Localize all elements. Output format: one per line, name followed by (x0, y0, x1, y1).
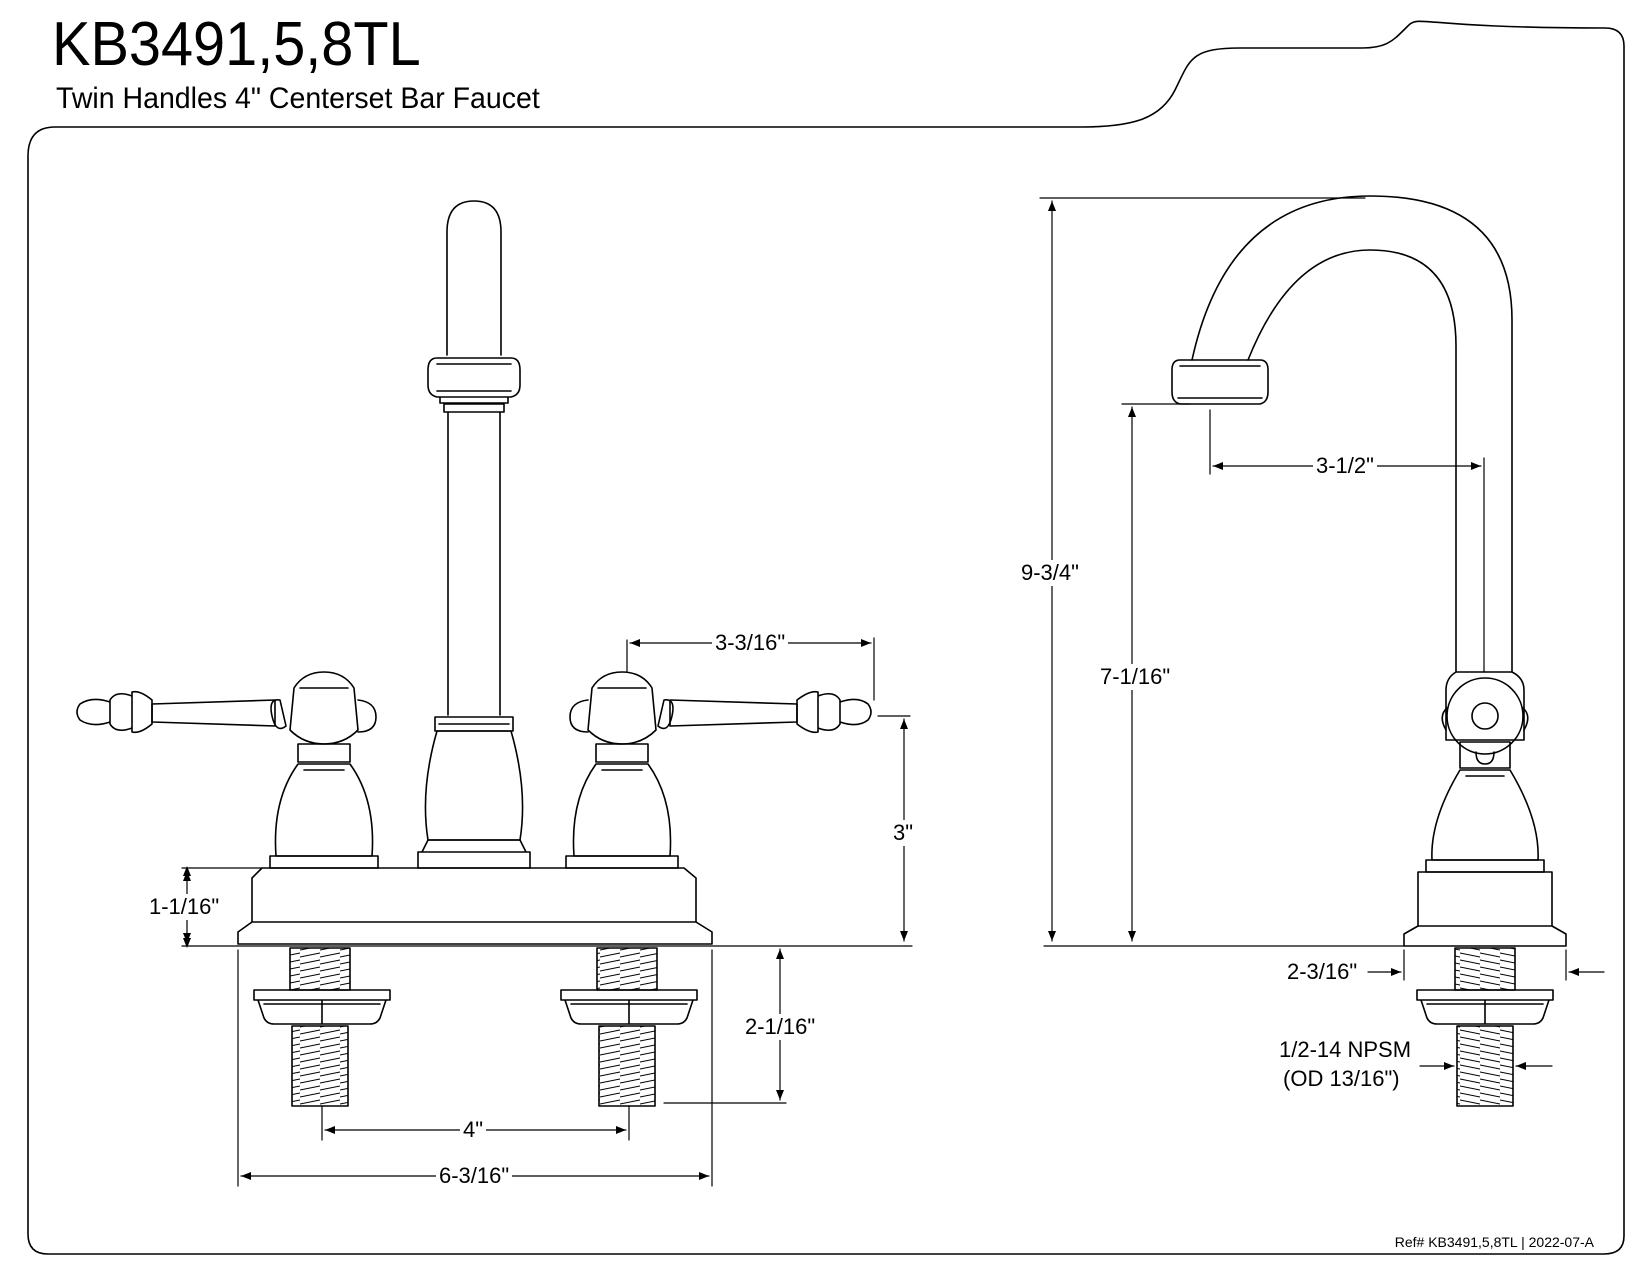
front-right-shank-lower (599, 1026, 655, 1106)
front-view (77, 201, 871, 1106)
front-left-lever (152, 700, 275, 726)
front-right-nut (561, 990, 697, 1024)
front-right-cross-knob (570, 700, 588, 732)
dim-label-spout-reach: 3-1/2" (1313, 453, 1377, 479)
dim-label-handle-height: 3" (890, 820, 917, 846)
side-deck (1404, 872, 1566, 946)
dim-label-handle-reach: 3-3/16" (712, 630, 789, 656)
side-handle-block (1446, 672, 1524, 740)
page-title: KB3491,5,8TL (52, 10, 421, 79)
front-center-collar (435, 717, 513, 731)
side-shank-upper (1455, 948, 1515, 990)
side-view (1172, 196, 1566, 1106)
front-right-lever (670, 700, 797, 726)
side-bonnet-base (1426, 860, 1544, 872)
side-dimensions (1040, 198, 1604, 1070)
side-bonnet (1432, 770, 1538, 860)
front-left-cross-knob (358, 700, 376, 732)
page-subtitle: Twin Handles 4" Centerset Bar Faucet (56, 82, 540, 115)
front-center-body (425, 731, 522, 840)
side-spout-outer (1192, 196, 1512, 672)
side-handle-knob-outer (1447, 678, 1523, 754)
dim-label-total-height: 9-3/4" (1018, 560, 1082, 586)
front-left-bonnet-base (270, 856, 378, 868)
front-left-nut (254, 990, 390, 1024)
side-handle-side-left (1442, 708, 1447, 730)
side-spout-inner (1248, 250, 1456, 672)
dim-label-base-width: 6-3/16" (436, 1163, 513, 1189)
front-right-stem (596, 744, 648, 762)
reference-note: Ref# KB3491,5,8TL | 2022-07-A (1394, 1234, 1594, 1250)
front-right-lever-end (797, 692, 871, 733)
dim-label-center-spacing: 4" (460, 1117, 487, 1143)
front-right-shank-upper (597, 948, 657, 990)
front-left-bonnet (275, 764, 372, 856)
front-aerator-collar (428, 358, 520, 403)
front-right-cross (588, 672, 656, 744)
front-left-shank-lower (292, 1026, 348, 1106)
dim-label-thread-od: (OD 13/16") (1283, 1066, 1400, 1091)
front-spout-tip (447, 201, 501, 355)
front-center-base (418, 840, 530, 868)
front-left-handle-cap (271, 700, 286, 729)
dim-label-base-diameter: 2-3/16" (1287, 959, 1358, 984)
side-nut (1417, 990, 1553, 1024)
side-stem (1460, 742, 1510, 768)
front-right-bonnet (573, 764, 670, 856)
front-left-cross (290, 672, 358, 744)
drawing-frame (28, 21, 1624, 1254)
dim-label-base-height: 1-1/16" (146, 894, 223, 920)
front-right-bonnet-base (566, 856, 678, 868)
dim-label-shank-length: 2-1/16" (742, 1014, 819, 1040)
side-handle-knob-inner (1472, 703, 1498, 729)
front-left-shank-upper (290, 948, 350, 990)
front-left-stem (298, 744, 350, 762)
dim-label-spout-height: 7-1/16" (1097, 664, 1174, 690)
side-lever-stub (1476, 752, 1494, 764)
side-shank-lower (1457, 1026, 1513, 1106)
dim-label-thread-spec: 1/2-14 NPSM (1279, 1037, 1412, 1062)
front-deck-plate (238, 868, 712, 944)
front-spout-tube (444, 404, 504, 715)
front-left-lever-end (77, 692, 152, 733)
side-aerator (1172, 360, 1268, 404)
side-handle-side-right (1523, 708, 1528, 730)
